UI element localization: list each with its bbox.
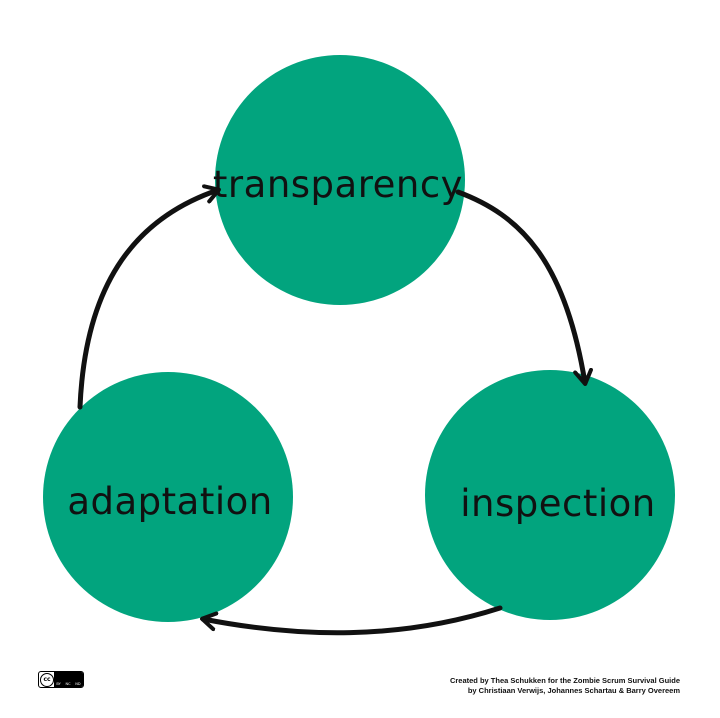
adaptation-circle	[43, 372, 293, 622]
creative-commons-license-badge[interactable]: cc BY NC ND	[38, 671, 84, 688]
inspection-label: inspection	[460, 482, 655, 525]
license-nc: NC	[65, 681, 71, 686]
license-by: BY	[56, 681, 61, 686]
adaptation-label: adaptation	[67, 480, 272, 523]
arrow-inspection-to-adaptation	[200, 605, 503, 636]
credit-text: Created by Thea Schukken for the Zombie …	[450, 676, 680, 696]
license-terms: BY NC ND	[54, 672, 83, 687]
credit-line-1: Created by Thea Schukken for the Zombie …	[449, 676, 680, 685]
credit-line-2: by Christiaan Verwijs, Johannes Schartau…	[467, 686, 680, 695]
arrow-transparency-to-inspection	[455, 189, 593, 386]
transparency-label: transparency	[213, 163, 463, 206]
license-nd: ND	[75, 681, 81, 686]
inspection-circle	[425, 370, 675, 620]
cc-icon: cc	[40, 672, 54, 687]
arrow-adaptation-to-transparency	[77, 184, 221, 410]
transparency-circle	[215, 55, 465, 305]
